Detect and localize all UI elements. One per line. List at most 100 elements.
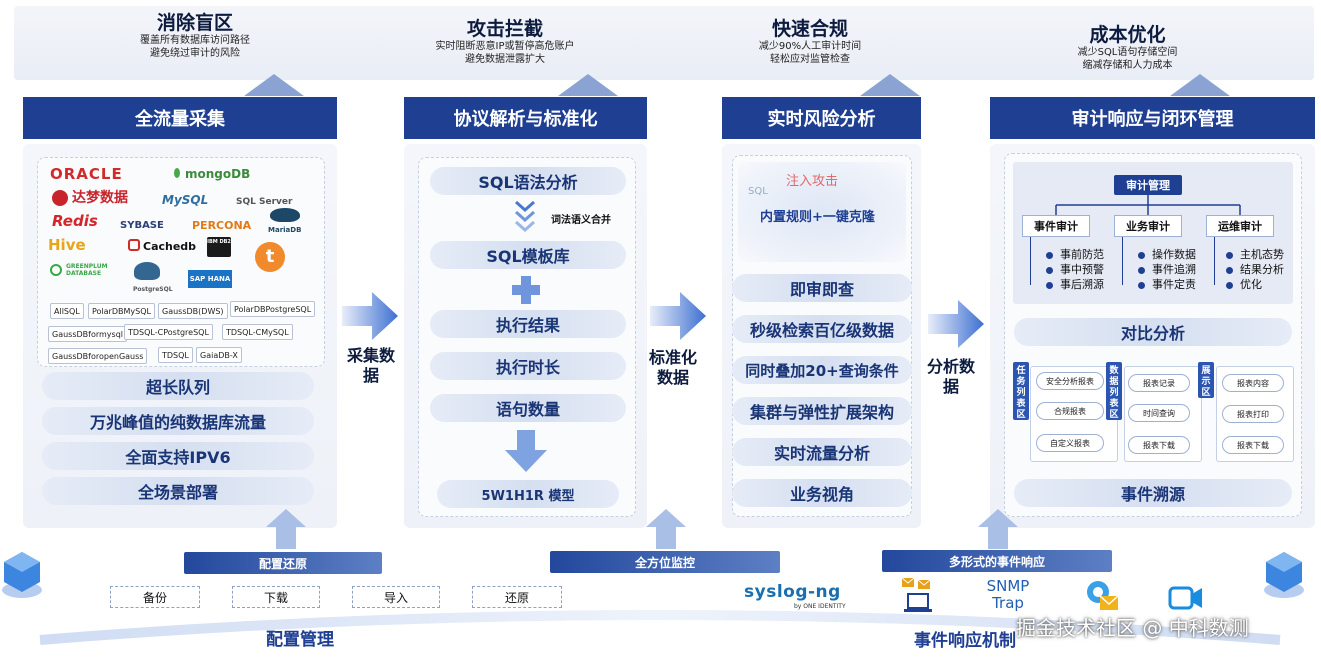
flow-arrow-icon	[342, 292, 398, 340]
cachedb-logo: Cachedb	[143, 240, 197, 253]
report-button[interactable]: 时间查询	[1128, 404, 1190, 422]
risk-item: 同时叠加20+查询条件	[732, 356, 912, 384]
syslog-sub: by ONE IDENTITY	[794, 603, 846, 610]
audit-list-item: 事中预警	[1046, 263, 1104, 277]
report-button[interactable]: 报表内容	[1222, 374, 1284, 392]
feature-bar: 全场景部署	[42, 477, 314, 505]
goal-desc: 缩减存储和人力成本	[1082, 60, 1173, 71]
sqlserver-logo: SQL Server	[236, 197, 293, 207]
merge-note: 词法语义合并	[551, 215, 611, 226]
mongodb-leaf-icon	[174, 168, 180, 178]
watermark: 掘金技术社区 @ 中科数测	[1016, 616, 1249, 640]
compare-analysis-bar: 对比分析	[1014, 318, 1292, 346]
audit-list-item: 主机态势	[1226, 248, 1284, 262]
up-arrow-icon	[266, 509, 306, 549]
goal-desc: 减少90%人工审计时间	[758, 41, 862, 52]
db-tag: GaussDBforopenGauss	[48, 348, 148, 364]
word-cloud-word: SQL	[748, 186, 768, 197]
up-arrow-icon	[978, 509, 1018, 549]
ibm-db2-logo: IBM DB2	[207, 237, 231, 257]
risk-item: 即审即查	[732, 274, 912, 302]
event-trace-bar: 事件溯源	[1014, 479, 1292, 507]
stage-risk-header: 实时风险分析	[722, 97, 921, 139]
tree-connector	[1055, 195, 1241, 215]
flow-label-standardize: 标准化数据	[648, 348, 697, 387]
download-button[interactable]: 下载	[232, 586, 320, 608]
syslog-logo: syslog-ng	[744, 582, 841, 602]
goal-desc: 实时阻断恶意IP或暂停高危账户	[435, 41, 575, 52]
risk-item: 秒级检索百亿级数据	[732, 315, 912, 343]
goal-pointer	[558, 74, 618, 96]
up-arrow-icon	[646, 509, 686, 549]
monitor-bar: 全方位监控	[550, 551, 780, 573]
backup-button[interactable]: 备份	[110, 586, 200, 608]
config-restore-bar: 配置还原	[184, 552, 382, 574]
audit-list-item: 结果分析	[1226, 263, 1284, 277]
audit-col-header: 业务审计	[1114, 215, 1182, 237]
chevron-down-icon	[515, 200, 535, 232]
risk-item: 业务视角	[732, 479, 912, 507]
flow-label-analyze: 分析数据	[926, 357, 975, 396]
tdengine-logo: t	[255, 242, 285, 272]
dameng-icon	[52, 190, 68, 206]
app-mail-icon	[1087, 581, 1119, 610]
percona-logo: PERCONA	[192, 219, 252, 232]
goal-title: 快速合规	[771, 18, 848, 40]
goal-desc: 避免绕过审计的风险	[150, 48, 240, 59]
report-button[interactable]: 自定义报表	[1036, 434, 1104, 452]
parse-item: 语句数量	[430, 394, 626, 422]
parse-item: 执行时长	[430, 352, 626, 380]
audit-col-header: 运维审计	[1206, 215, 1274, 237]
mariadb-seal-icon	[270, 208, 300, 222]
sap-hana-logo: SAP HANA	[188, 270, 232, 288]
event-response-title: 事件响应机制	[914, 631, 1016, 651]
cube-decoration-icon	[2, 552, 42, 598]
import-button[interactable]: 导入	[352, 586, 440, 608]
db-tag: GaussDBformysql	[48, 326, 128, 342]
rule-label: 内置规则+一键克隆	[760, 210, 875, 225]
greenplum-icon	[50, 264, 62, 276]
db-tag: TDSQL-CPostgreSQL	[124, 324, 213, 340]
goal-eliminate-blind-spot: 消除盲区 覆盖所有数据库访问路径 避免绕过审计的风险	[105, 12, 285, 72]
postgresql-elephant-icon	[134, 262, 160, 280]
db-tag: TDSQL-CMySQL	[222, 324, 293, 340]
report-button[interactable]: 报表下载	[1128, 436, 1190, 454]
stage-parse-header: 协议解析与标准化	[404, 97, 647, 139]
mariadb-logo: MariaDB	[268, 226, 302, 234]
flow-arrow-icon	[928, 300, 984, 348]
audit-list-item: 事件追溯	[1138, 263, 1196, 277]
report-button[interactable]: 报表打印	[1222, 405, 1284, 423]
hive-logo: Hive	[48, 236, 86, 254]
goal-cost-optimize: 成本优化 减少SQL语句存储空间 缩减存储和人力成本	[1040, 24, 1215, 78]
audit-list-item: 事件定责	[1138, 278, 1196, 292]
parse-item: SQL语法分析	[430, 167, 626, 195]
flow-arrow-icon	[650, 292, 706, 340]
email-computer-icon	[901, 578, 932, 612]
goal-title: 消除盲区	[156, 12, 233, 34]
flow-label-collect: 采集数据	[346, 346, 395, 385]
db-tag: PolarDBMySQL	[88, 303, 155, 319]
event-response-bar: 多形式的事件响应	[882, 550, 1112, 572]
audit-list-item: 事后溯源	[1046, 278, 1104, 292]
report-button[interactable]: 报表记录	[1128, 374, 1190, 392]
audit-mgmt-title: 审计管理	[1114, 175, 1182, 195]
goals-band	[14, 6, 1314, 80]
greenplum-logo: GREENPLUM DATABASE	[66, 263, 108, 277]
restore-button[interactable]: 还原	[472, 586, 562, 608]
video-camera-icon	[1168, 586, 1202, 610]
snmp-label: SNMP	[986, 577, 1030, 595]
parse-item: 5W1H1R 模型	[437, 480, 619, 508]
feature-bar: 超长队列	[42, 372, 314, 400]
goal-attack-block: 攻击拦截 实时阻断恶意IP或暂停高危账户 避免数据泄露扩大	[405, 18, 605, 74]
goal-title: 成本优化	[1089, 24, 1166, 46]
goal-desc: 轻松应对监管检查	[770, 54, 850, 65]
goal-desc: 避免数据泄露扩大	[465, 54, 545, 65]
mysql-logo: MySQL	[162, 193, 209, 207]
oracle-logo: ORACLE	[50, 165, 123, 183]
report-button[interactable]: 安全分析报表	[1036, 372, 1104, 390]
report-button[interactable]: 合规报表	[1036, 402, 1104, 420]
audit-col-header: 事件审计	[1022, 215, 1090, 237]
feature-bar: 万兆峰值的纯数据库流量	[42, 407, 314, 435]
sybase-logo: SYBASE	[120, 220, 164, 231]
report-button[interactable]: 报表下载	[1222, 436, 1284, 454]
